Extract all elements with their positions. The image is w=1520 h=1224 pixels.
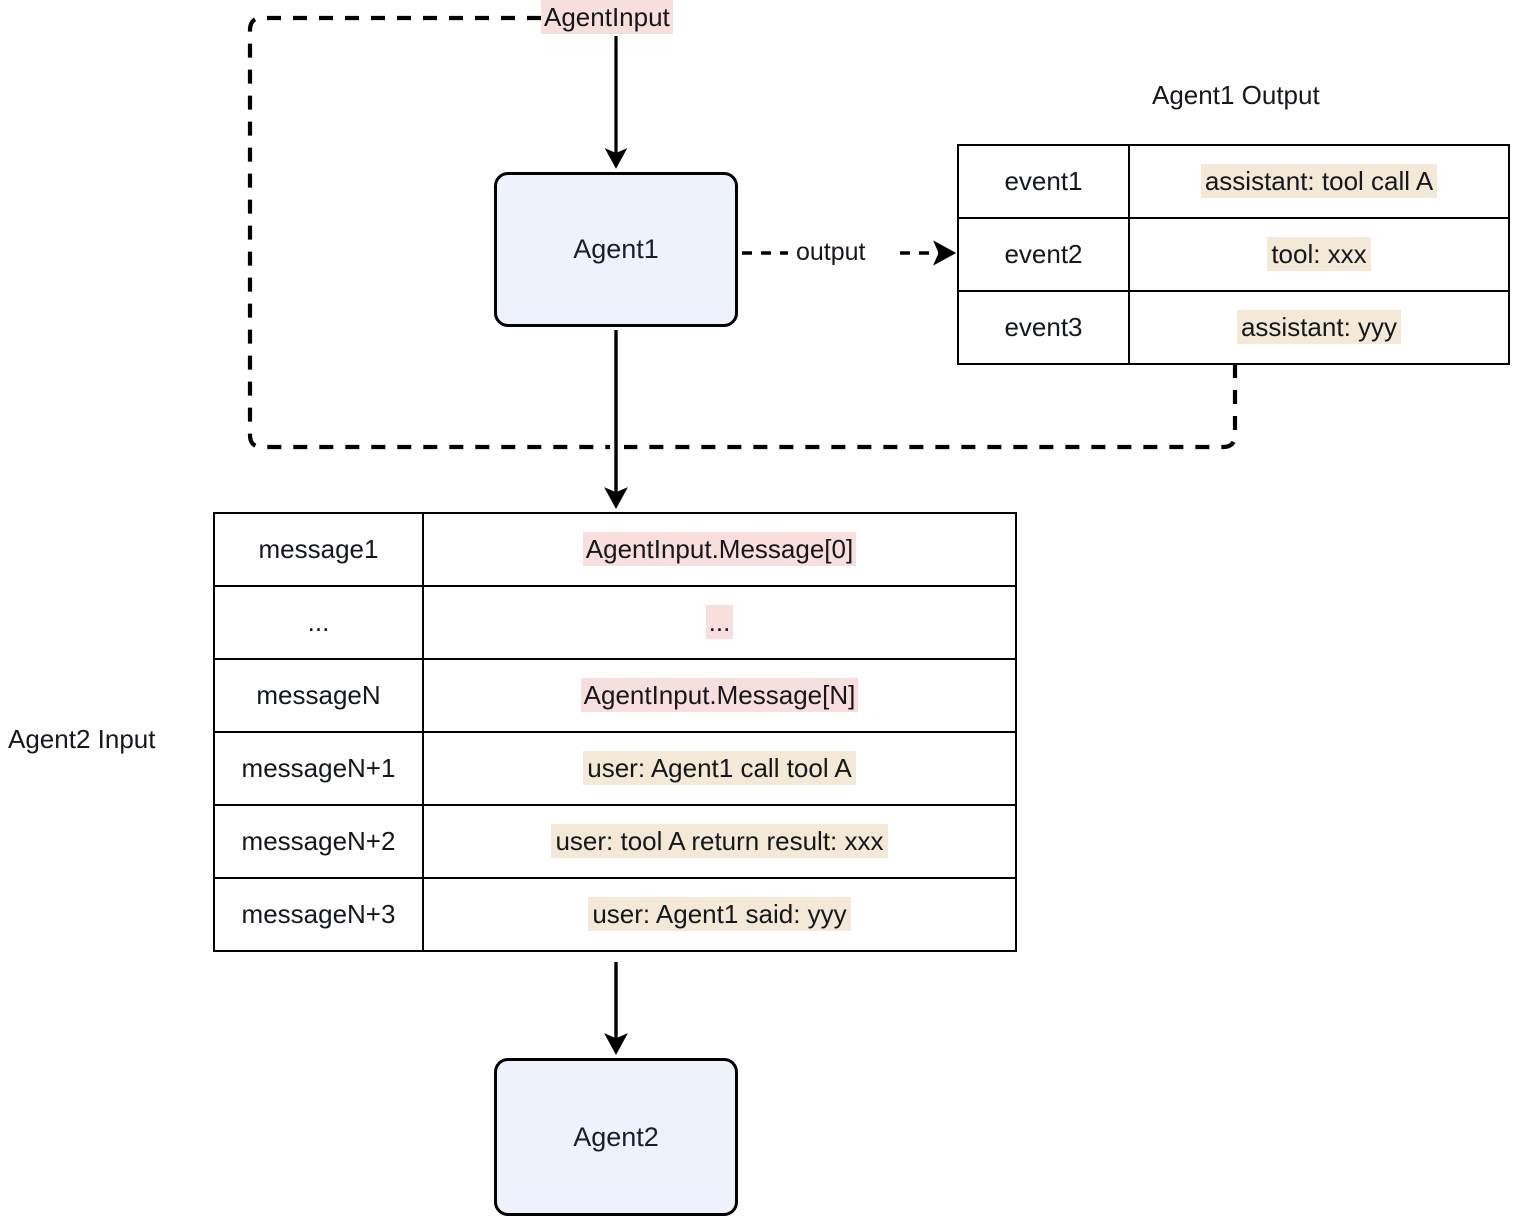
node-agent2-label: Agent2 — [573, 1121, 659, 1152]
agent1-output-value-1-text: assistant: tool call A — [1200, 164, 1438, 198]
agent2-input-table: message1 AgentInput.Message[0] ... ... m… — [213, 512, 1017, 952]
table-row: event3 assistant: yyy — [957, 290, 1510, 365]
agent1-output-value-2-text: tool: xxx — [1267, 237, 1371, 271]
agent2-input-key-2: ... — [213, 585, 424, 660]
table-row: messageN+1 user: Agent1 call tool A — [213, 731, 1017, 806]
agent1-output-table-body: event1 assistant: tool call A event2 too… — [957, 144, 1510, 365]
agent2-input-value-6: user: Agent1 said: yyy — [422, 877, 1017, 952]
agent2-input-value-1-text: AgentInput.Message[0] — [582, 532, 857, 566]
edge-label-output: output — [790, 238, 872, 267]
table-row: messageN+2 user: tool A return result: x… — [213, 804, 1017, 879]
agent2-input-value-2: ... — [422, 585, 1017, 660]
agent1-output-value-1: assistant: tool call A — [1128, 144, 1510, 219]
agent1-output-key-3: event3 — [957, 290, 1130, 365]
agent2-input-value-4: user: Agent1 call tool A — [422, 731, 1017, 806]
agent1-output-key-2: event2 — [957, 217, 1130, 292]
agent1-output-value-3-text: assistant: yyy — [1236, 310, 1402, 344]
agent1-output-caption: Agent1 Output — [1152, 80, 1320, 110]
table-row: event1 assistant: tool call A — [957, 144, 1510, 219]
table-row: messageN+3 user: Agent1 said: yyy — [213, 877, 1017, 952]
node-agent1-label: Agent1 — [573, 234, 659, 264]
agent1-output-value-3: assistant: yyy — [1128, 290, 1510, 365]
agent2-input-key-3: messageN — [213, 658, 424, 733]
agent-input-label: AgentInput — [541, 0, 673, 34]
agent-input-label-text: AgentInput — [541, 0, 673, 34]
agent2-input-key-4: messageN+1 — [213, 731, 424, 806]
node-agent2[interactable]: Agent2 — [494, 1058, 738, 1216]
table-row: ... ... — [213, 585, 1017, 660]
agent2-input-value-5: user: tool A return result: xxx — [422, 804, 1017, 879]
agent2-input-key-5: messageN+2 — [213, 804, 424, 879]
agent2-input-table-body: message1 AgentInput.Message[0] ... ... m… — [213, 512, 1017, 952]
agent2-input-value-3: AgentInput.Message[N] — [422, 658, 1017, 733]
agent1-output-table: event1 assistant: tool call A event2 too… — [957, 144, 1510, 365]
table-row: messageN AgentInput.Message[N] — [213, 658, 1017, 733]
node-agent1[interactable]: Agent1 — [494, 172, 738, 327]
agent2-input-value-5-text: user: tool A return result: xxx — [551, 824, 888, 858]
agent2-input-value-6-text: user: Agent1 said: yyy — [588, 897, 851, 931]
table-row: event2 tool: xxx — [957, 217, 1510, 292]
agent2-input-key-1: message1 — [213, 512, 424, 587]
agent2-input-value-4-text: user: Agent1 call tool A — [583, 751, 856, 785]
agent2-input-value-3-text: AgentInput.Message[N] — [580, 678, 859, 712]
agent2-input-value-1: AgentInput.Message[0] — [422, 512, 1017, 587]
agent1-output-key-1: event1 — [957, 144, 1130, 219]
table-row: message1 AgentInput.Message[0] — [213, 512, 1017, 587]
agent2-input-caption: Agent2 Input — [8, 724, 156, 754]
agent2-input-value-2-text: ... — [705, 605, 734, 639]
agent1-output-value-2: tool: xxx — [1128, 217, 1510, 292]
agent2-input-key-6: messageN+3 — [213, 877, 424, 952]
edge-agent1output-to-agent2input — [624, 364, 1238, 450]
